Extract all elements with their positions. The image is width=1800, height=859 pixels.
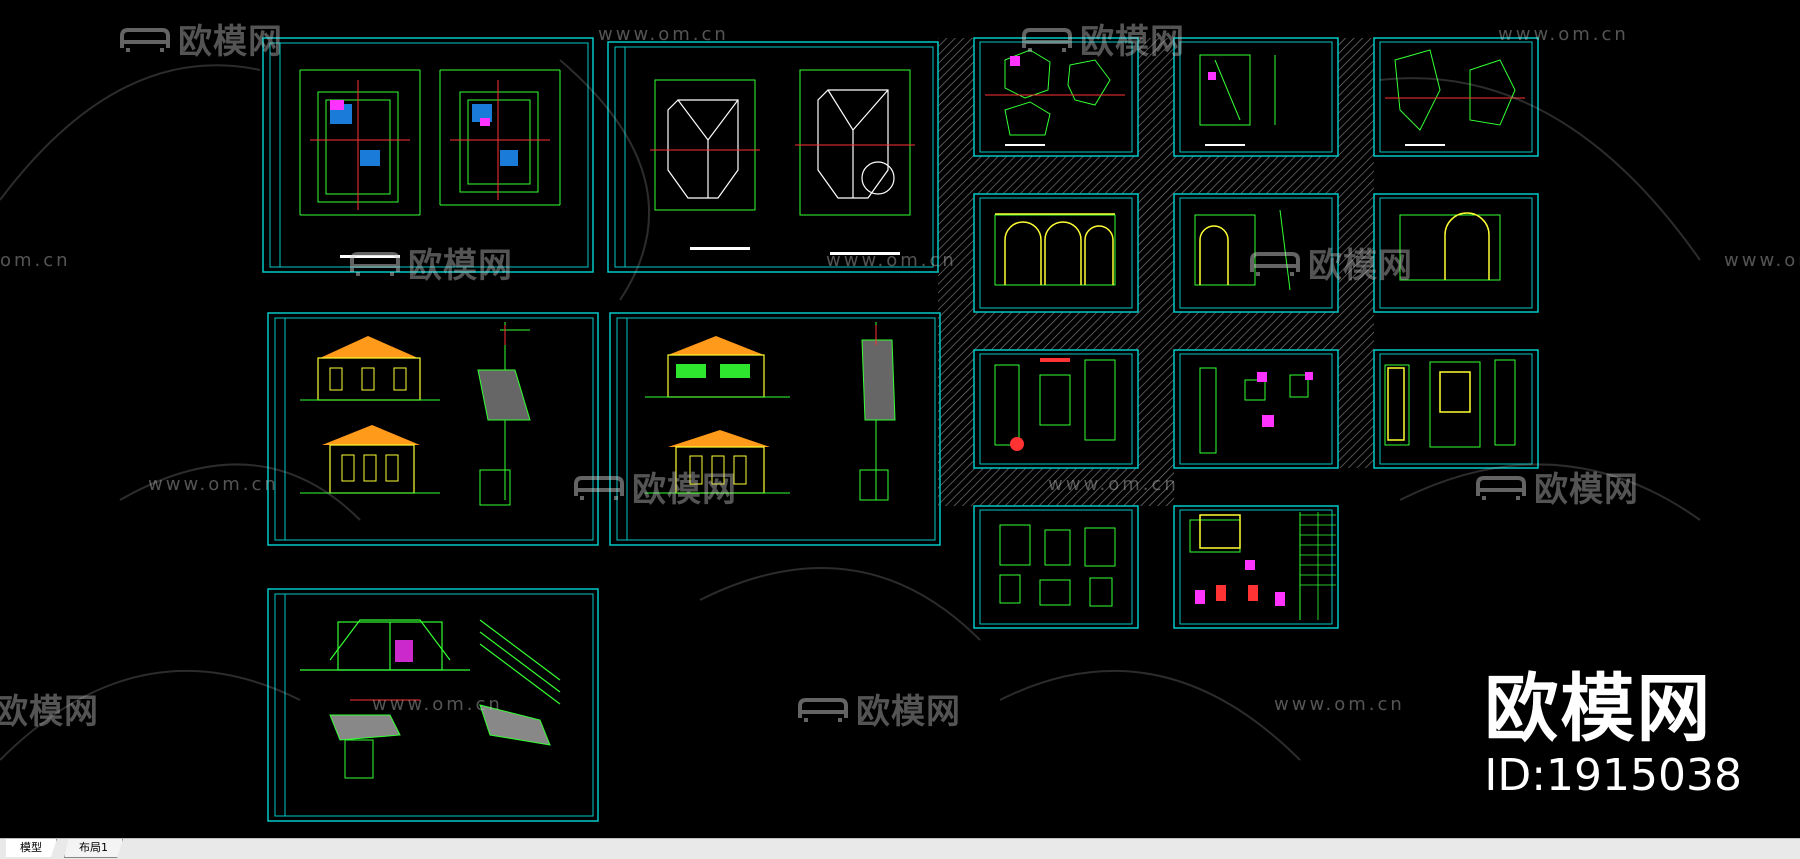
- sheet-roof-plans[interactable]: [607, 41, 939, 273]
- tab-layout1[interactable]: 布局1: [64, 839, 123, 858]
- hatched-gutters: [938, 38, 1374, 506]
- detail-sheets[interactable]: [973, 37, 1539, 629]
- brand-id: ID:1915038: [1484, 750, 1742, 801]
- sheet-floor-plans[interactable]: [262, 37, 594, 273]
- layout-tab-bar: 模型 布局1: [0, 838, 1800, 859]
- drawing-sheets[interactable]: [0, 0, 1800, 838]
- sheet-section[interactable]: [267, 588, 599, 822]
- sheet-elevations-a[interactable]: [267, 312, 599, 546]
- brand-title: 欧模网: [1484, 666, 1713, 752]
- brand-overlay: 欧模网 ID:1915038: [1484, 672, 1742, 800]
- watermark-arcs: [0, 59, 1701, 761]
- tab-model[interactable]: 模型: [6, 839, 57, 857]
- cad-model-space[interactable]: 欧模网 www.om.cn 欧模网 www.om.cn om.cn 欧模网 ww…: [0, 0, 1800, 838]
- sheet-elevations-b[interactable]: [609, 312, 941, 546]
